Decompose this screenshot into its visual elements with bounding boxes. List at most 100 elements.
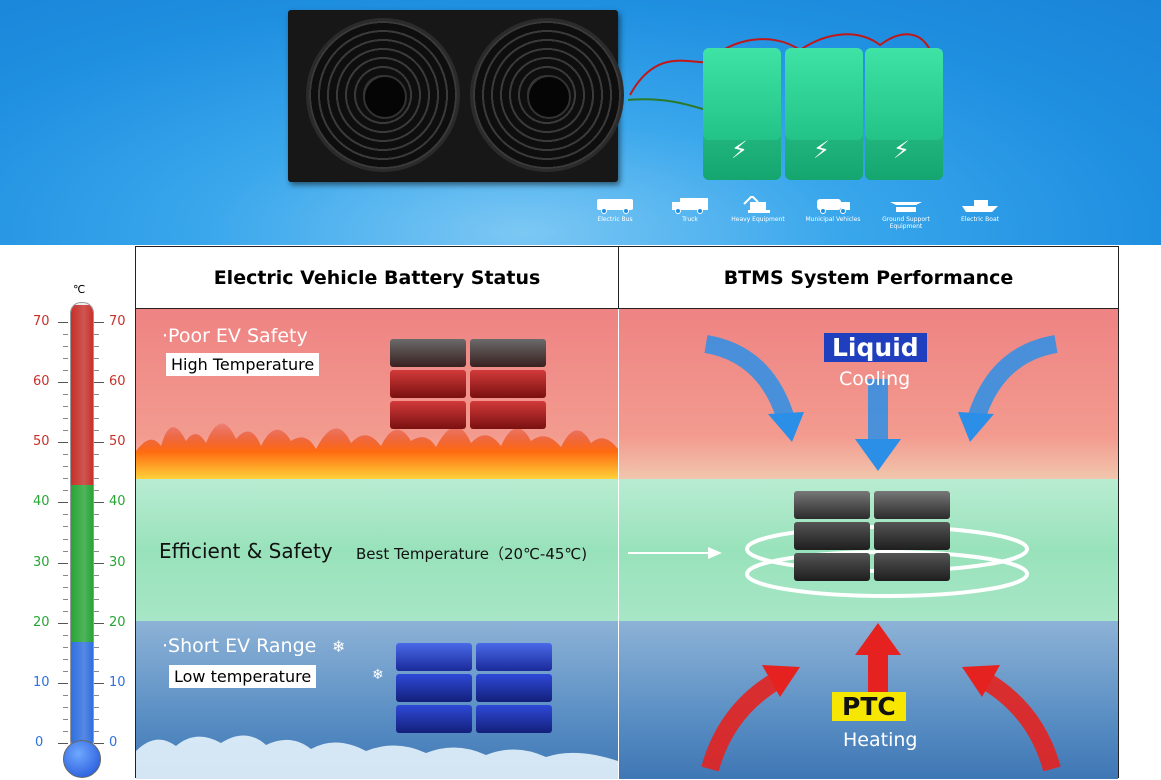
thermometer-minor-tick xyxy=(63,358,68,360)
condenser-unit-image xyxy=(288,10,624,182)
thermometer-minor-tick xyxy=(94,598,99,600)
thermometer-minor-tick xyxy=(94,526,99,528)
thermometer-tick-mark xyxy=(58,442,68,444)
btms-comparison-table: Electric Vehicle Battery Status BTMS Sys… xyxy=(135,246,1119,779)
thermometer-tick-label: 20 xyxy=(33,614,50,630)
poor-safety-title: ·Poor EV Safety xyxy=(162,325,308,347)
thermometer-minor-tick xyxy=(63,670,68,672)
thermometer-minor-tick xyxy=(94,466,99,468)
thermometer-tick-label: 70 xyxy=(109,314,126,329)
thermometer-minor-tick xyxy=(94,694,99,696)
best-temperature-label: Best Temperature（20℃-45℃) xyxy=(356,545,588,563)
thermometer-minor-tick xyxy=(94,610,99,612)
thermometer-minor-tick xyxy=(63,550,68,552)
flames-image xyxy=(136,423,618,479)
truck-icon xyxy=(672,198,708,214)
thermometer-minor-tick xyxy=(94,670,99,672)
thermometer-tick-label: 50 xyxy=(33,434,50,450)
excavator-icon xyxy=(743,196,770,213)
vehicle-municipal: Municipal Vehicles xyxy=(803,196,863,223)
thermometer-tick-mark xyxy=(58,382,68,384)
thermometer-minor-tick xyxy=(63,454,68,456)
thermometer-minor-tick xyxy=(63,490,68,492)
thermometer-minor-tick xyxy=(63,466,68,468)
thermometer-minor-tick xyxy=(63,598,68,600)
vehicle-label: Ground Support Equipment xyxy=(882,216,930,230)
thermometer-minor-tick xyxy=(63,706,68,708)
thermometer-minor-tick xyxy=(63,658,68,660)
snowflake-icon: ❄ xyxy=(372,667,384,683)
battery-module-image: ⚡ xyxy=(865,48,943,180)
airplane-icon xyxy=(890,202,922,212)
thermometer-zone-low xyxy=(71,641,93,751)
thermometer-tube xyxy=(70,302,94,752)
low-temperature-tag: Low temperature xyxy=(169,665,317,688)
heating-label: Heating xyxy=(843,729,918,751)
thermometer-minor-tick xyxy=(63,574,68,576)
thermometer-tick-mark xyxy=(58,622,68,624)
thermometer-minor-tick xyxy=(63,334,68,336)
thermometer-tick-label: 0 xyxy=(35,735,44,750)
snowflake-icon: ❄ xyxy=(332,637,346,656)
thermometer-minor-tick xyxy=(63,514,68,516)
temperature-unit: ℃ xyxy=(73,283,86,296)
vehicle-label: Electric Bus xyxy=(597,216,633,223)
thermometer-minor-tick xyxy=(63,610,68,612)
ice-image xyxy=(136,735,618,779)
thermometer-minor-tick xyxy=(94,334,99,336)
row-low-temperature: ·Short EV Range ❄ ❄ Low temperature PTC … xyxy=(136,621,1118,779)
thermometer-minor-tick xyxy=(63,646,68,648)
thermometer-minor-tick xyxy=(94,514,99,516)
thermometer-minor-tick xyxy=(63,430,68,432)
thermometer-tick-mark xyxy=(58,562,68,564)
thermometer-tick-mark xyxy=(58,322,68,323)
ptc-badge: PTC xyxy=(832,692,906,721)
thermometer-minor-tick xyxy=(63,538,68,540)
heating-arrow-center-icon xyxy=(855,623,901,695)
cooling-arrow-center-icon xyxy=(855,379,901,471)
header-btms-performance: BTMS System Performance xyxy=(619,247,1118,309)
cooling-arrow-right-icon xyxy=(958,335,1058,442)
short-range-title: ·Short EV Range xyxy=(162,635,317,657)
row-high-temperature: ·Poor EV Safety High Temperature Liquid … xyxy=(136,309,1118,479)
thermometer-tick-label: 60 xyxy=(109,374,126,390)
thermometer-minor-tick xyxy=(94,418,99,420)
thermometer-minor-tick xyxy=(63,526,68,528)
thermometer-minor-tick xyxy=(63,634,68,636)
thermometer-tick-mark xyxy=(58,502,68,504)
thermometer-tick-mark xyxy=(94,562,104,564)
thermometer-tick-mark xyxy=(94,622,104,624)
thermometer-tick-label: 10 xyxy=(109,674,126,690)
thermometer-minor-tick xyxy=(94,346,99,348)
thermometer-tick-mark xyxy=(58,743,68,744)
cooling-arrow-left-icon xyxy=(704,335,804,442)
thermometer-tick-label: 60 xyxy=(33,374,50,390)
thermometer-minor-tick xyxy=(94,634,99,636)
thermometer-minor-tick xyxy=(94,706,99,708)
thermometer-tick-label: 40 xyxy=(33,494,50,510)
thermometer-minor-tick xyxy=(63,730,68,732)
thermometer-minor-tick xyxy=(63,478,68,480)
thermometer-tick-label: 30 xyxy=(109,554,126,570)
thermometer-tick-mark xyxy=(94,442,104,444)
thermometer-tick-label: 50 xyxy=(109,434,126,450)
thermometer-minor-tick xyxy=(94,586,99,588)
thermometer-tick-mark xyxy=(94,322,104,323)
vehicle-electric-boat: Electric Boat xyxy=(950,196,1010,223)
fan-icon xyxy=(470,18,624,172)
thermometer-minor-tick xyxy=(63,718,68,720)
thermometer-tick-label: 30 xyxy=(33,554,50,570)
thermometer-tick-mark xyxy=(94,682,104,684)
heating-arrow-left-icon xyxy=(701,665,800,771)
cold-battery-pack-image xyxy=(396,643,556,735)
battery-module-image: ⚡ xyxy=(703,48,781,180)
thermometer-minor-tick xyxy=(94,430,99,432)
thermometer-minor-tick xyxy=(63,586,68,588)
thermometer-tick-mark xyxy=(94,502,104,504)
vehicle-label: Electric Boat xyxy=(961,216,999,223)
thermometer-tick-mark xyxy=(94,382,104,384)
thermometer-minor-tick xyxy=(94,358,99,360)
thermometer-tick-label: 40 xyxy=(109,494,126,510)
garbage-truck-icon xyxy=(817,199,850,214)
hot-battery-pack-image xyxy=(390,339,550,431)
